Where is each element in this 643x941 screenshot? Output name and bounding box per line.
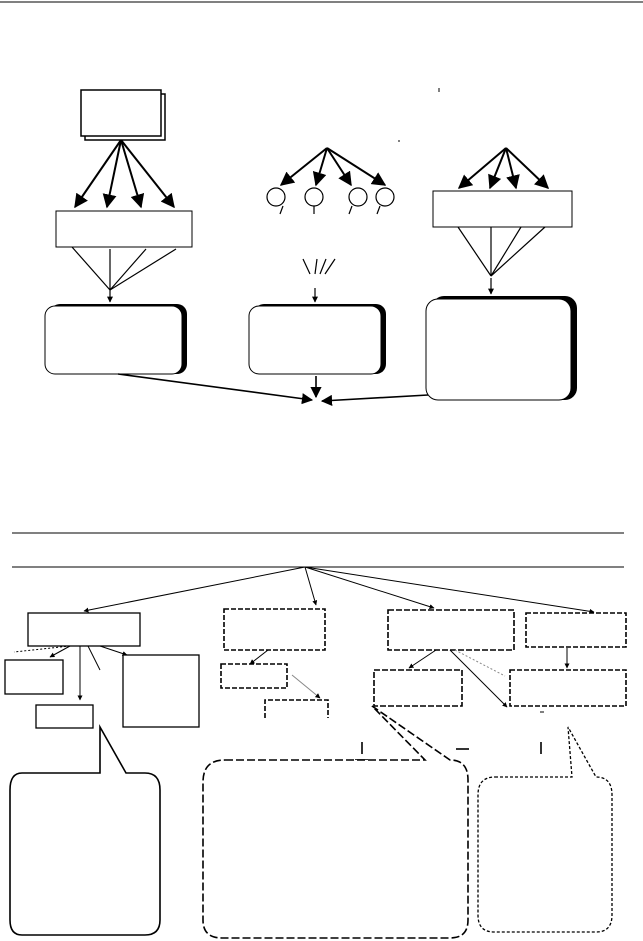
g1-mid-box bbox=[55, 210, 193, 248]
g1-fan-arrows bbox=[74, 139, 175, 209]
g2-result-box bbox=[248, 305, 382, 375]
callout-3 bbox=[477, 726, 613, 933]
b4-child-box bbox=[509, 669, 627, 707]
connector-fragments bbox=[355, 742, 542, 761]
g3-fan-arrows bbox=[457, 147, 550, 190]
g2-circle-1 bbox=[266, 187, 286, 207]
b2-child-box-1 bbox=[220, 663, 288, 689]
g2-circle-3 bbox=[348, 187, 368, 207]
b3-head-box bbox=[387, 609, 515, 651]
branch-4 bbox=[509, 612, 627, 713]
g1-funnel-lines bbox=[71, 246, 177, 291]
group-1 bbox=[44, 89, 193, 375]
group-3 bbox=[425, 88, 577, 401]
convergence-arrows bbox=[117, 373, 429, 407]
branch-2 bbox=[220, 608, 329, 718]
branch-1 bbox=[4, 612, 200, 729]
g2-tick-marks bbox=[302, 258, 336, 275]
branch-3 bbox=[373, 609, 515, 708]
b3-child-box bbox=[373, 669, 463, 707]
g1-result-box bbox=[44, 305, 183, 375]
b1-child-box-2 bbox=[35, 704, 94, 729]
b1-child-box-3 bbox=[122, 654, 200, 728]
root-branch-arrows bbox=[83, 566, 595, 614]
callout-1 bbox=[9, 723, 161, 936]
g3-result-box bbox=[425, 298, 572, 401]
callout-2 bbox=[202, 705, 469, 939]
g2-circle-2 bbox=[304, 187, 324, 207]
g2-fan-arrows bbox=[279, 147, 387, 187]
g1-source-box bbox=[80, 89, 162, 137]
b4-head-box bbox=[525, 612, 627, 648]
g2-circles bbox=[266, 187, 395, 215]
b1-head-box bbox=[27, 612, 141, 647]
b1-child-box-1 bbox=[4, 659, 64, 695]
b2-head-box bbox=[223, 608, 326, 651]
g2-circle-4 bbox=[375, 187, 395, 207]
b2-child-box-2 bbox=[264, 699, 329, 718]
g3-funnel-lines bbox=[457, 226, 546, 277]
group-2 bbox=[248, 140, 400, 375]
g3-mid-box bbox=[432, 190, 573, 228]
